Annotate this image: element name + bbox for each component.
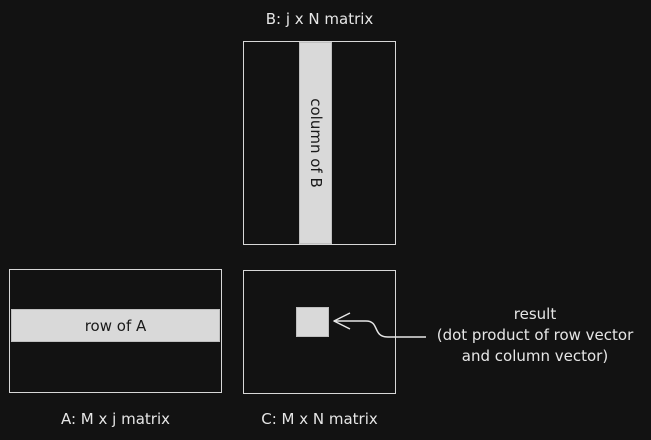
result-caption: result (dot product of row vector and co… [420, 304, 650, 367]
matrix-c-title: C: M x N matrix [261, 410, 378, 428]
matrix-b-box [243, 41, 396, 245]
result-arrow-line [334, 320, 426, 338]
column-of-b-band: column of B [299, 42, 332, 244]
matrix-c-box [243, 270, 396, 394]
row-of-a-band: row of A [11, 309, 220, 342]
result-caption-line1: result [513, 305, 557, 323]
result-caption-line2: (dot product of row vector [436, 326, 634, 344]
matrix-a-box [9, 269, 222, 393]
result-caption-line3: and column vector) [461, 347, 609, 365]
result-cell [296, 307, 329, 337]
matrix-a-title: A: M x j matrix [60, 410, 170, 428]
matrix-b-title: B: j x N matrix [265, 10, 374, 28]
result-arrow-head [333, 312, 351, 330]
